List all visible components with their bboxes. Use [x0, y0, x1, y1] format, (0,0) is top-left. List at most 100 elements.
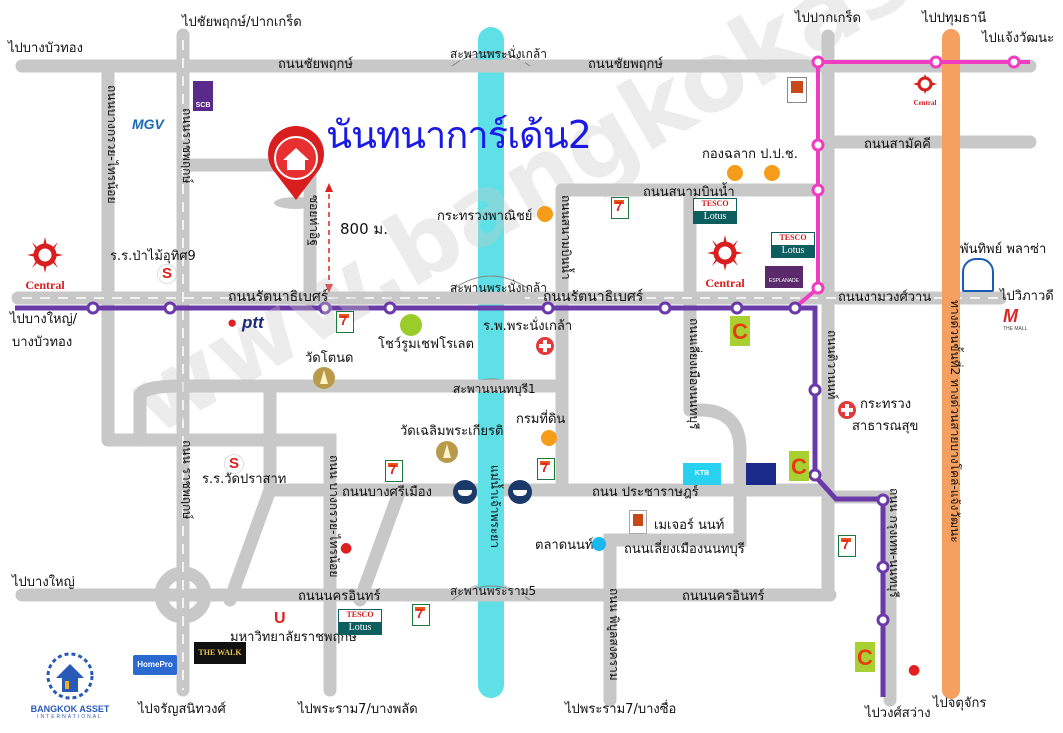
direction-rama7-bangphlat: ไปพระราม7/บางพลัด: [298, 702, 418, 717]
school-icon: [224, 454, 244, 474]
place-university: มหาวิทยาลัยราชพฤกษ์: [230, 630, 357, 645]
direction-chaiyaphruek: ไปชัยพฤกษ์/ปากเกร็ด: [182, 15, 302, 30]
road-label-soi-tha-it: ซอยท่าอิฐ: [307, 195, 321, 246]
place-marker-icon: [764, 165, 780, 181]
road-label-samakkhi: ถนนสามัคคี: [864, 137, 931, 152]
direction-vibhavadi: ไปวิภาวดี: [1000, 289, 1054, 304]
road-label-rattanathibet-left: ถนนรัตนาธิเบศร์: [228, 289, 329, 305]
place-land-dept: กรมที่ดิน: [516, 412, 566, 427]
road-label-rattanathibet-right: ถนนรัตนาธิเบศร์: [543, 289, 644, 305]
bridge-phra-nang-klao-top: สะพานพระนั่งเกล้า: [450, 47, 547, 61]
place-school-wat-prasat: ร.ร.วัดปราสาท: [202, 472, 287, 487]
place-marker-icon: [541, 430, 557, 446]
central-logo-top: Central: [910, 74, 940, 107]
road-label-tiwanon: ถนนติวานนท์: [825, 330, 839, 400]
company-logo: BANGKOK ASSET INTERNATIONAL: [20, 650, 120, 720]
seven-eleven-icon: [537, 458, 555, 480]
ferry-icon: [508, 480, 532, 504]
place-kong-salak: กองฉลาก ป.ป.ช.: [702, 147, 798, 162]
home-pin-icon: [268, 126, 324, 209]
bigc-logo: [789, 451, 809, 481]
esplanade-logo: ESPLANADE: [765, 266, 803, 288]
seven-eleven-icon: [336, 311, 354, 333]
the-walk-logo: THE WALK: [194, 642, 246, 664]
bridge-rama5: สะพานพระราม5: [450, 584, 537, 598]
hospital-icon: [536, 337, 554, 355]
road-label-nakhon-in-left: ถนนนครอินทร์: [298, 589, 381, 604]
seven-eleven-icon: [611, 197, 629, 219]
temple-icon: [436, 441, 458, 463]
bridge-nonthaburi1: สะพานนนทบุรี1: [453, 382, 536, 396]
place-wat-tanot: วัดโตนด: [305, 351, 354, 366]
road-label-krungthep-nonthaburi: ถนน กรุงเทพ-นนทบุรี: [887, 488, 901, 598]
place-ministry-health-2: สาธารณสุข: [852, 419, 919, 434]
market-icon: [592, 537, 606, 551]
pantip-logo-icon: [962, 258, 994, 292]
place-pantip: พันทิพย์ พลาซ่า: [960, 242, 1047, 257]
scb-logo: SCB: [193, 81, 213, 111]
the-mall-label: THE MALL: [1003, 326, 1028, 332]
road-label-sanambinnam-h: ถนนสนามบินน้ำ: [643, 185, 735, 200]
ptt-station-icon: ●: [908, 662, 921, 678]
road-label-expressway: ทางด่วนขั้นที่2 ทางด่วนสายบางโคล่-แจ้งวั…: [948, 300, 962, 543]
road-label-nakhon-in-right: ถนนนครอินทร์: [682, 589, 765, 604]
bridge-phra-nang-klao-mid: สะพานพระนั่งเกล้า: [450, 281, 547, 295]
seven-eleven-icon: [412, 604, 430, 626]
river-label: แม่น้ำเจ้าพระยา: [488, 465, 502, 549]
direction-bangyai: ไปบางใหญ่: [12, 575, 75, 590]
direction-rama7-bangsue: ไปพระราม7/บางซื่อ: [565, 702, 677, 717]
road-label-bangkruai-bottom: ถนน บางกรวย-ไทรน้อย: [327, 455, 341, 578]
ptt-station-icon: ●: [340, 540, 353, 556]
bangkok-bank-logo: [746, 463, 776, 485]
ptt-logo: ● ptt: [227, 313, 264, 332]
direction-chatuchak: ไปจตุจักร: [933, 696, 987, 711]
page-title: นันทนาการ์เด้น2: [326, 113, 592, 157]
direction-pakkret: ไปปากเกร็ด: [795, 11, 861, 26]
bigc-logo: [730, 316, 750, 346]
university-icon: U: [274, 610, 286, 627]
road-label-sanambinnam-v: ถนนสนามบินน้ำ: [559, 195, 573, 280]
the-mall-logo: M: [1003, 306, 1018, 326]
direction-changwattana: ไปแจ้งวัฒนะ: [982, 31, 1055, 46]
road-label-liang-mueang-v: ถนนเลี่ยงเมืองนนทบุรี: [687, 318, 701, 430]
place-talad-nont: ตลาดนนท์: [535, 538, 594, 553]
place-marker-icon: [727, 165, 743, 181]
road-label-ratchaphruek-top: ถนนราชพฤกษ์: [180, 108, 194, 184]
place-wat-chaloem: วัดเฉลิมพระเกียรติ: [400, 424, 504, 439]
direction-bangyai-1: ไปบางใหญ่/: [10, 312, 78, 327]
purple-line: [15, 305, 886, 697]
bigc-logo: [855, 642, 875, 672]
place-ministry-commerce: กระทรวงพาณิชย์: [437, 209, 533, 224]
central-logo-center: Central: [700, 235, 750, 290]
place-hospital: ร.พ.พระนั่งเกล้า: [483, 319, 573, 334]
major-logo-icon: [629, 510, 647, 534]
mgv-logo: MGV: [132, 116, 164, 132]
major-logo-top: [787, 77, 807, 103]
hospital-icon: [838, 401, 856, 419]
road-label-chaiyaphruek-right: ถนนชัยพฤกษ์: [588, 57, 663, 72]
direction-wongsawang: ไปวงศ์สว่าง: [865, 706, 931, 721]
showroom-icon: [400, 314, 422, 336]
direction-charansanitwong: ไปจรัญสนิทวงศ์: [138, 702, 226, 717]
road-label-ngamwongwan: ถนนงามวงศ์วาน: [838, 290, 932, 305]
distance-label: 800 ม.: [340, 220, 389, 238]
place-major-nont: เมเจอร์ นนท์: [654, 518, 725, 533]
ferry-icon: [453, 480, 477, 504]
place-ministry-health-1: กระทรวง: [860, 397, 912, 412]
road-label-ratchaphruek-bottom: ถนน ราชพฤกษ์: [180, 440, 194, 520]
direction-bangyai-2: บางบัวทอง: [12, 335, 73, 350]
place-marker-icon: [537, 206, 553, 222]
place-showroom: โชว์รูมเชฟโรเลต: [378, 337, 474, 352]
place-school-pamai: ร.ร.ป่าไม้อุทิศ9: [110, 249, 196, 264]
road-label-bangsi-mueang: ถนนบางศรีเมือง: [342, 485, 432, 500]
road-label-liang-mueang-h: ถนนเลี่ยงเมืองนนทบุรี: [624, 542, 745, 557]
direction-pathumthani: ไปปทุมธานี: [922, 11, 987, 26]
ktb-logo: KTB: [683, 463, 721, 485]
road-label-chaiyaphruek-left: ถนนชัยพฤกษ์: [278, 57, 353, 72]
school-icon: [157, 264, 177, 284]
